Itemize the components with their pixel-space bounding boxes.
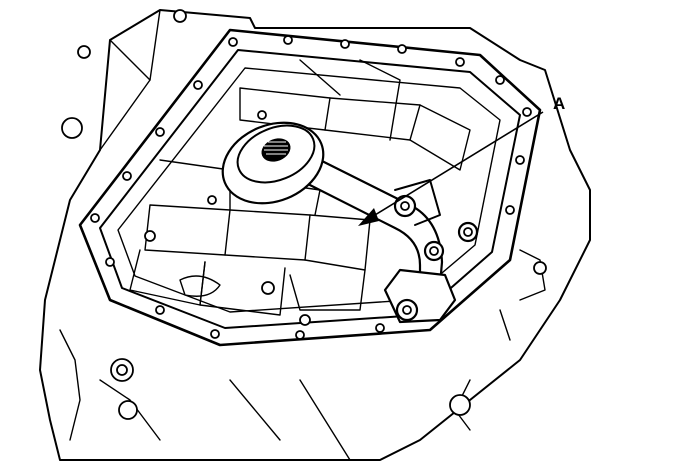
callout-leader-line (369, 111, 544, 219)
engine-block (39, 9, 591, 461)
flange-bolt-holes (90, 35, 532, 340)
oil-strainer-screen (221, 121, 325, 205)
callout-a: A (358, 94, 565, 226)
oil-pan-flange (78, 28, 542, 347)
callout-label: A (553, 94, 565, 113)
oil-strainer-assembly (221, 121, 479, 324)
callout-arrowhead (358, 208, 379, 226)
pipe-mounting-flange (383, 268, 457, 324)
